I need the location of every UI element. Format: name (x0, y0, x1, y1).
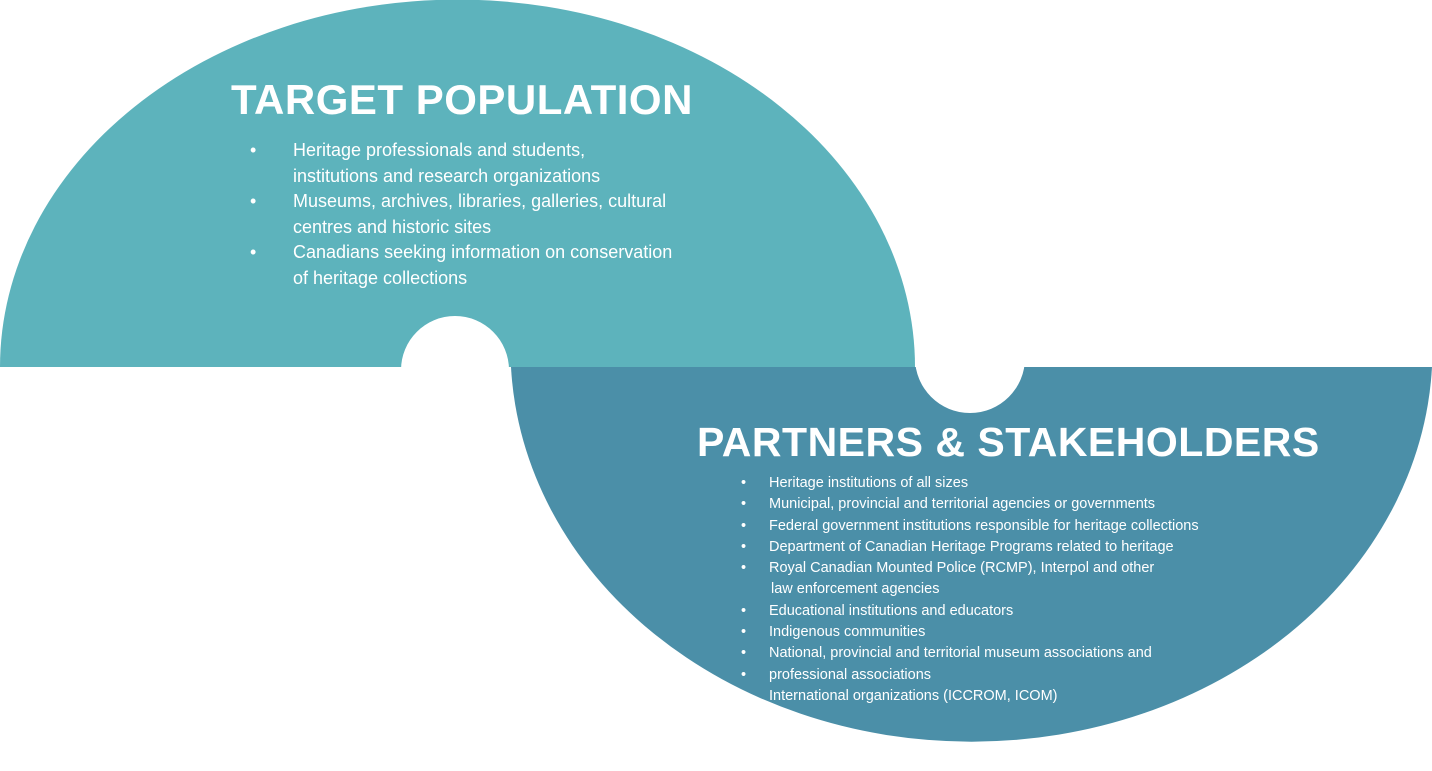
partners-title: PARTNERS & STAKEHOLDERS (697, 419, 1320, 465)
target-population-list: Heritage professionals and students, inst… (250, 138, 672, 291)
list-item: Museums, archives, libraries, galleries,… (250, 189, 672, 240)
list-item: professional associations (741, 665, 1199, 687)
list-item-line: centres and historic sites (293, 216, 492, 237)
list-item: Heritage professionals and students, inst… (250, 138, 672, 189)
list-item: Indigenous communities (741, 622, 1199, 644)
list-item-line: Heritage professionals and students, (293, 140, 586, 160)
list-item: National, provincial and territorial mus… (741, 643, 1199, 665)
list-item: Department of Canadian Heritage Programs… (741, 537, 1199, 559)
list-item: Heritage institutions of all sizes (741, 473, 1199, 495)
list-item: Royal Canadian Mounted Police (RCMP), In… (741, 558, 1199, 580)
list-item-line: Canadians seeking information on conserv… (293, 242, 673, 262)
list-item: Educational institutions and educators (741, 601, 1199, 623)
list-item: Federal government institutions responsi… (741, 516, 1199, 538)
list-item-continuation: law enforcement agencies (771, 581, 940, 598)
list-item-line: of heritage collections (293, 267, 468, 288)
list-item: International organizations (ICCROM, ICO… (741, 686, 1199, 708)
target-population-title: TARGET POPULATION (231, 76, 693, 123)
list-item-line: institutions and research organizations (293, 165, 601, 186)
partners-list: Heritage institutions of all sizes Munic… (741, 473, 1199, 708)
list-item-line: Museums, archives, libraries, galleries,… (293, 191, 667, 211)
list-item: Municipal, provincial and territorial ag… (741, 494, 1199, 516)
list-item: Canadians seeking information on conserv… (250, 240, 672, 291)
